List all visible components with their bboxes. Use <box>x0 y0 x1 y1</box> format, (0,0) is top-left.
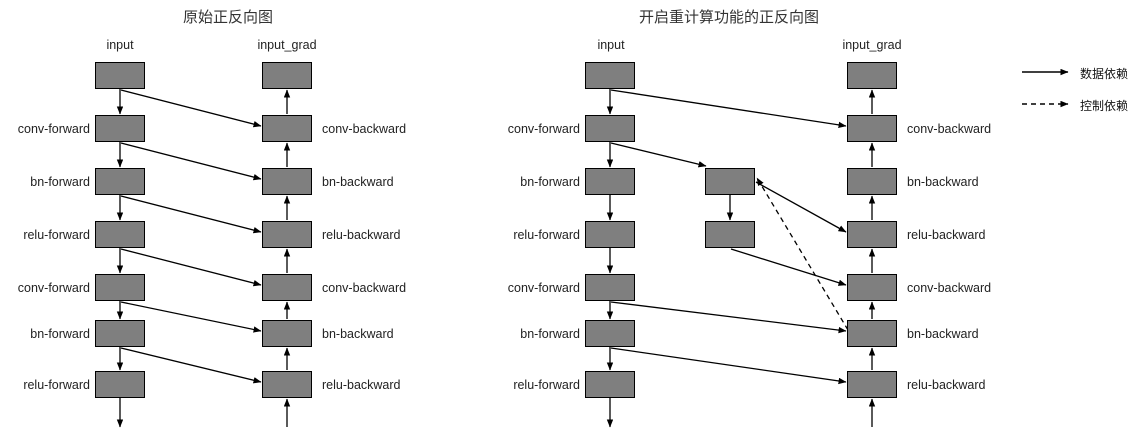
node-recompute-relu[interactable] <box>705 221 755 248</box>
edge-r-recompute-relu-out <box>730 248 847 286</box>
node-r-forward-relu-1[interactable] <box>585 221 635 248</box>
node-r-forward-relu-2[interactable] <box>585 371 635 398</box>
diagram-title-recompute: 开启重计算功能的正反向图 <box>638 10 819 26</box>
node-r-backward-relu-2[interactable] <box>847 371 897 398</box>
legend-glyphs <box>1022 68 1069 108</box>
label-forward-conv-1: conv-forward <box>17 122 90 136</box>
label-forward-bn-2: bn-forward <box>30 327 90 341</box>
edge-control-dep <box>756 177 849 331</box>
node-r-backward-conv-2[interactable] <box>847 274 897 301</box>
label-r-backward-conv-1: conv-backward <box>907 122 992 136</box>
edge-data-dep-6 <box>120 347 262 384</box>
node-forward-bn-1[interactable] <box>95 168 145 195</box>
label-backward-conv-1: conv-backward <box>322 122 407 136</box>
edge-r-data-dep-1 <box>610 89 847 129</box>
label-r-backward-bn-1: bn-backward <box>907 175 979 189</box>
node-forward-input[interactable] <box>95 62 145 89</box>
node-backward-relu-1[interactable] <box>262 221 312 248</box>
label-r-backward-conv-2: conv-backward <box>907 281 992 295</box>
node-r-forward-input[interactable] <box>585 62 635 89</box>
node-r-forward-bn-2[interactable] <box>585 320 635 347</box>
label-r-forward-relu-1: relu-forward <box>513 228 580 242</box>
node-r-forward-conv-1[interactable] <box>585 115 635 142</box>
node-r-backward-conv-1[interactable] <box>847 115 897 142</box>
column-header-input-grad-original: input_grad <box>257 38 317 52</box>
column-header-input-original: input <box>106 38 134 52</box>
edge-data-dep-5 <box>120 301 262 333</box>
label-r-backward-bn-2: bn-backward <box>907 327 979 341</box>
node-backward-input-grad[interactable] <box>262 62 312 89</box>
legend-label-control-dependency: 控制依赖 <box>1080 99 1129 113</box>
node-forward-conv-1[interactable] <box>95 115 145 142</box>
column-header-input-recompute: input <box>597 38 625 52</box>
edge-r-to-recompute-bn <box>610 142 707 168</box>
edge-r-recompute-bn-out <box>755 181 847 233</box>
label-forward-bn-1: bn-forward <box>30 175 90 189</box>
label-backward-bn-2: bn-backward <box>322 327 394 341</box>
original-edges <box>116 89 291 428</box>
label-forward-relu-1: relu-forward <box>23 228 90 242</box>
label-r-forward-relu-2: relu-forward <box>513 378 580 392</box>
legend-label-data-dependency: 数据依赖 <box>1080 67 1129 81</box>
node-backward-bn-1[interactable] <box>262 168 312 195</box>
node-recompute-bn[interactable] <box>705 168 755 195</box>
edge-r-data-dep-5 <box>610 301 847 334</box>
node-backward-conv-2[interactable] <box>262 274 312 301</box>
edge-data-dep-1 <box>120 89 262 128</box>
node-r-forward-conv-2[interactable] <box>585 274 635 301</box>
node-forward-conv-2[interactable] <box>95 274 145 301</box>
edge-data-dep-2 <box>120 142 262 181</box>
node-r-forward-bn-1[interactable] <box>585 168 635 195</box>
node-r-backward-bn-1[interactable] <box>847 168 897 195</box>
label-r-forward-conv-2: conv-forward <box>507 281 580 295</box>
label-r-backward-relu-1: relu-backward <box>907 228 986 242</box>
label-backward-relu-2: relu-backward <box>322 378 401 392</box>
node-backward-relu-2[interactable] <box>262 371 312 398</box>
label-r-forward-conv-1: conv-forward <box>507 122 580 136</box>
node-forward-relu-2[interactable] <box>95 371 145 398</box>
node-forward-relu-1[interactable] <box>95 221 145 248</box>
label-backward-relu-1: relu-backward <box>322 228 401 242</box>
label-r-forward-bn-1: bn-forward <box>520 175 580 189</box>
label-forward-relu-2: relu-forward <box>23 378 90 392</box>
diagram-title-original: 原始正反向图 <box>182 10 273 26</box>
column-header-input-grad-recompute: input_grad <box>842 38 902 52</box>
edge-data-dep-3 <box>120 195 262 234</box>
node-r-backward-input-grad[interactable] <box>847 62 897 89</box>
label-forward-conv-2: conv-forward <box>17 281 90 295</box>
edge-data-dep-4 <box>120 248 262 287</box>
label-r-backward-relu-2: relu-backward <box>907 378 986 392</box>
recompute-edges <box>606 89 876 428</box>
node-backward-conv-1[interactable] <box>262 115 312 142</box>
label-r-forward-bn-2: bn-forward <box>520 327 580 341</box>
node-r-backward-relu-1[interactable] <box>847 221 897 248</box>
node-forward-bn-2[interactable] <box>95 320 145 347</box>
edge-r-data-dep-6 <box>610 347 847 385</box>
label-backward-bn-1: bn-backward <box>322 175 394 189</box>
node-r-backward-bn-2[interactable] <box>847 320 897 347</box>
label-backward-conv-2: conv-backward <box>322 281 407 295</box>
node-backward-bn-2[interactable] <box>262 320 312 347</box>
